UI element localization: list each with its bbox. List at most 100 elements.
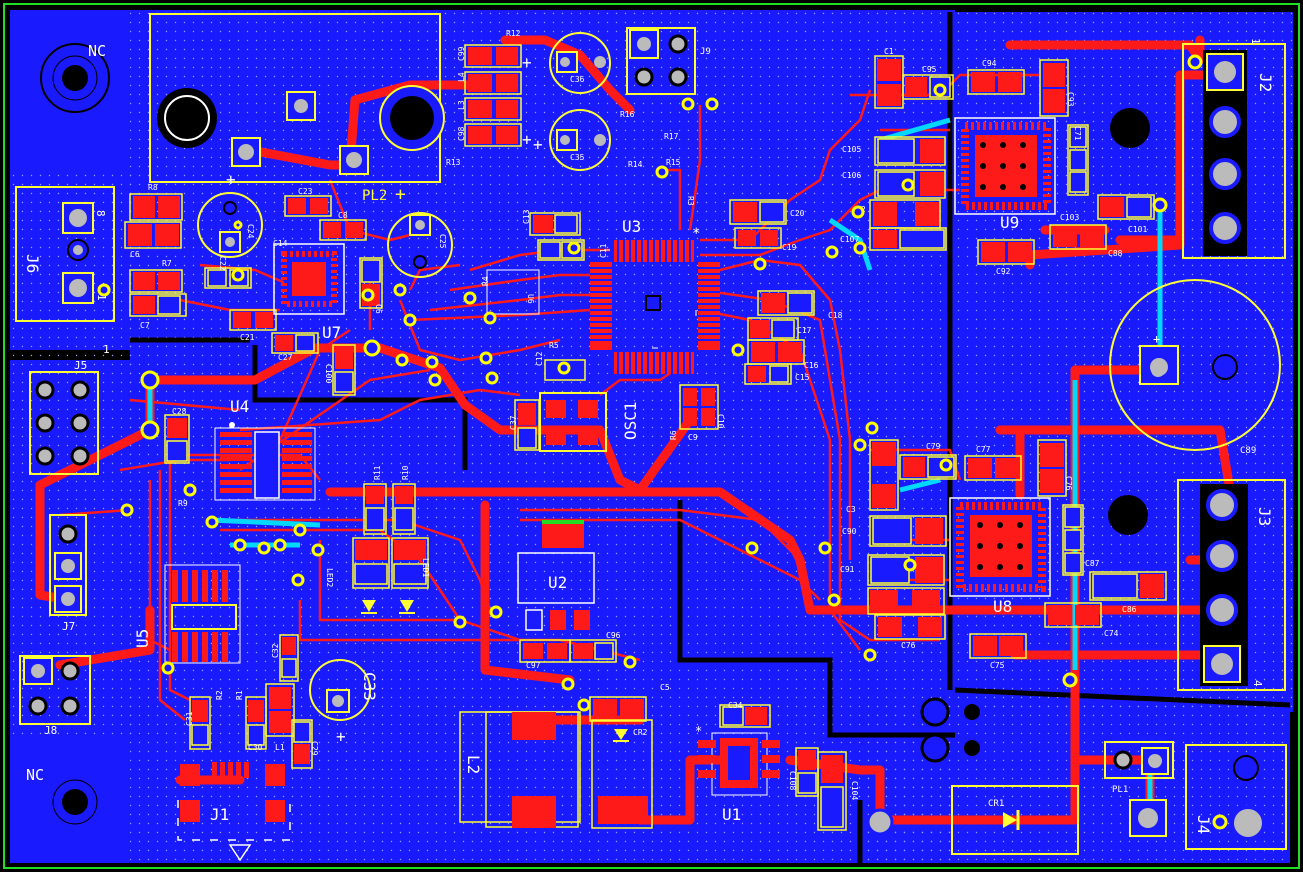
svg-text:C97: C97 — [526, 661, 541, 670]
u5-ic: U5 — [133, 564, 241, 664]
svg-text:C7: C7 — [140, 321, 150, 330]
svg-text:C10: C10 — [716, 414, 725, 429]
vias — [97, 54, 1228, 830]
svg-text:C11: C11 — [599, 243, 608, 258]
svg-text:C74: C74 — [1104, 629, 1119, 638]
svg-text:C18: C18 — [828, 311, 843, 320]
svg-text:8: 8 — [94, 210, 107, 217]
svg-text:C88: C88 — [1108, 249, 1123, 258]
svg-text:C94: C94 — [982, 59, 997, 68]
j9-connector: J9 — [626, 27, 711, 95]
svg-text:C14: C14 — [273, 239, 288, 248]
svg-text:1: 1 — [95, 294, 108, 301]
u4-ic: U4 — [214, 397, 316, 501]
u5-label: U5 — [133, 629, 152, 648]
svg-text:R5: R5 — [549, 341, 559, 350]
silk-labels: R12 R13 L4 L3 C99 C98 R16 R17 R14 R15 R3… — [130, 29, 1147, 800]
svg-text:R3: R3 — [686, 196, 695, 206]
svg-text:C33: C33 — [360, 672, 379, 701]
svg-text:C15: C15 — [795, 373, 810, 382]
svg-text:L4: L4 — [457, 72, 466, 82]
svg-text:+: + — [395, 184, 406, 205]
svg-text:4: 4 — [1251, 680, 1264, 687]
svg-text:C104: C104 — [850, 781, 859, 800]
j6-label: J6 — [23, 254, 42, 273]
j7-label: J7 — [62, 620, 75, 633]
u3-label: U3 — [622, 217, 641, 236]
svg-text:+: + — [226, 170, 236, 189]
svg-text:C91: C91 — [840, 565, 855, 574]
j8-label: J8 — [44, 724, 57, 737]
j5-label: J5 — [74, 359, 87, 372]
svg-text:C1: C1 — [884, 47, 894, 56]
svg-text:C93: C93 — [1066, 92, 1075, 107]
svg-text:R9: R9 — [178, 499, 188, 508]
svg-text:C13: C13 — [522, 209, 531, 224]
mounting-hole-right-2 — [1108, 495, 1148, 535]
svg-text:R4: R4 — [481, 276, 490, 286]
svg-text:C27: C27 — [278, 353, 293, 362]
svg-text:C21: C21 — [240, 333, 255, 342]
svg-text:C29: C29 — [310, 741, 319, 756]
u8-label: U8 — [993, 597, 1012, 616]
svg-text:C35: C35 — [570, 153, 585, 162]
svg-text:+: + — [1153, 332, 1160, 346]
svg-text:L1: L1 — [275, 743, 285, 752]
svg-text:C36: C36 — [570, 75, 585, 84]
svg-text:C77: C77 — [976, 445, 991, 454]
cr1-diode: CR1 — [951, 785, 1079, 855]
svg-text:C17: C17 — [797, 326, 812, 335]
svg-text:C19: C19 — [782, 243, 797, 252]
u1-label: U1 — [722, 805, 741, 824]
u7-label: U7 — [322, 323, 341, 342]
pl2-connector: PL2 + — [149, 13, 445, 205]
svg-text:C24: C24 — [246, 224, 255, 239]
svg-text:C103: C103 — [1060, 213, 1079, 222]
svg-text:+: + — [522, 53, 532, 72]
svg-text:C12: C12 — [535, 351, 544, 366]
svg-text:C34: C34 — [728, 701, 743, 710]
svg-text:LED2: LED2 — [325, 568, 334, 587]
u8-ic: U8 — [949, 497, 1051, 616]
j1-label: J1 — [210, 805, 229, 824]
j6-connector: J6 8 1 — [15, 186, 115, 322]
svg-text:C79: C79 — [926, 442, 941, 451]
svg-text:C100: C100 — [324, 364, 333, 383]
svg-text:C8: C8 — [338, 211, 348, 220]
svg-text:C95: C95 — [922, 65, 937, 74]
svg-text:C22: C22 — [218, 256, 227, 271]
svg-text:R12: R12 — [506, 29, 521, 38]
j5-connector: J5 1 — [29, 343, 110, 475]
j2-connector: J2 1 — [1182, 38, 1286, 259]
svg-text:C37: C37 — [509, 415, 518, 430]
svg-text:R13: R13 — [446, 158, 461, 167]
svg-text:C5: C5 — [660, 683, 670, 692]
svg-text:C108: C108 — [788, 771, 797, 790]
osc1-crystal: OSC1 — [539, 392, 640, 452]
svg-text:C98: C98 — [457, 126, 466, 141]
svg-text:R1: R1 — [235, 690, 244, 700]
svg-text:R10: R10 — [401, 465, 410, 480]
j4-label: J4 — [1194, 815, 1213, 834]
smd-components — [124, 44, 1167, 831]
svg-text:*: * — [692, 226, 700, 242]
osc1-label: OSC1 — [621, 401, 640, 440]
svg-text:+: + — [522, 130, 532, 149]
svg-text:1: 1 — [1249, 38, 1262, 45]
svg-text:R16: R16 — [620, 110, 635, 119]
u7-ic: U7 — [273, 243, 345, 342]
svg-text:C96: C96 — [606, 631, 621, 640]
plus-sign-pl2: + — [533, 135, 543, 154]
svg-text:C92: C92 — [996, 267, 1011, 276]
svg-text:CR2: CR2 — [633, 728, 648, 737]
svg-text:L3: L3 — [457, 100, 466, 110]
cap-pads: + + + + C36 C35 C24 C25 C33 — [219, 51, 606, 746]
mounting-hole-right-1 — [1110, 108, 1150, 148]
u3-microcontroller: U3 * — [590, 217, 720, 374]
j3-connector: J3 4 — [1177, 479, 1286, 691]
svg-text:C89: C89 — [1240, 446, 1256, 456]
svg-text:C76: C76 — [1064, 476, 1073, 491]
svg-text:R6: R6 — [669, 430, 678, 440]
svg-text:C6: C6 — [374, 304, 383, 314]
